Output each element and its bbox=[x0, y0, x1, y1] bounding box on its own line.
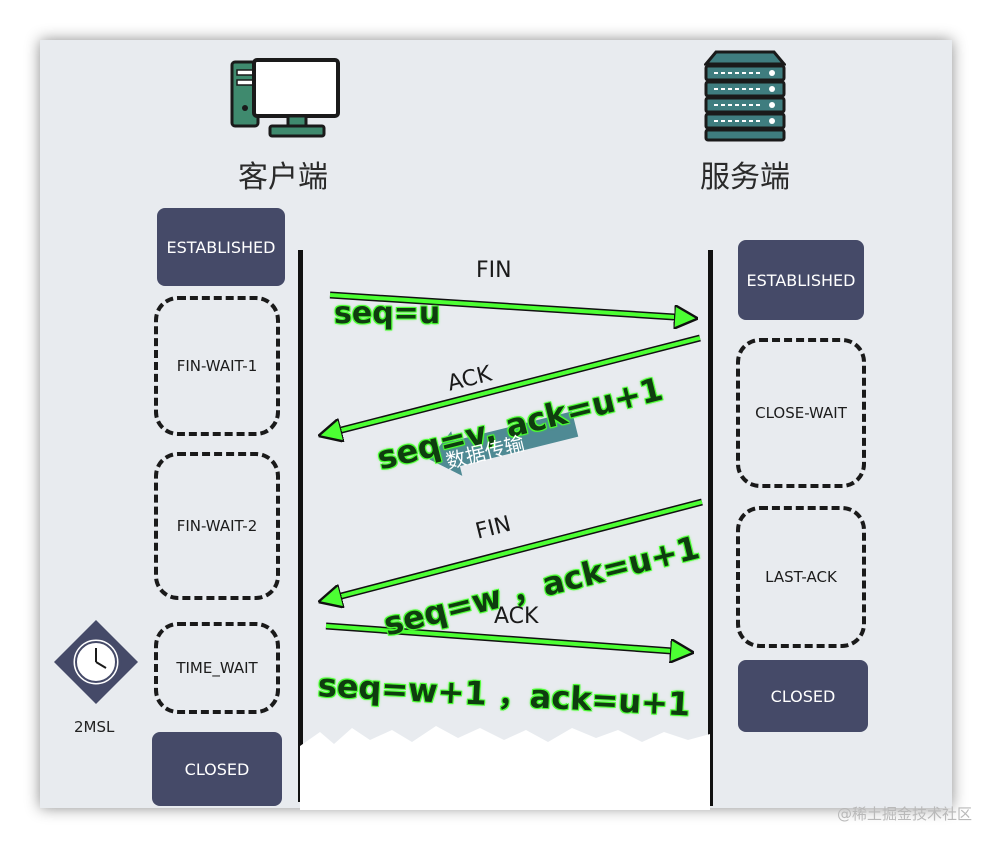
desktop-computer-icon bbox=[230, 58, 340, 138]
arrow-ack-2 bbox=[325, 622, 686, 652]
server-state-established: ESTABLISHED bbox=[738, 240, 864, 320]
data-transfer-arrow bbox=[429, 411, 579, 476]
clock-icon bbox=[54, 620, 138, 704]
server-state-closed: CLOSED bbox=[738, 660, 868, 732]
arrow-fin-1 bbox=[329, 291, 690, 318]
torn-paper-patch bbox=[300, 726, 710, 810]
server-rack-icon bbox=[704, 50, 786, 142]
server-state-last-ack: LAST-ACK bbox=[736, 506, 866, 648]
client-state-fin-wait-1: FIN-WAIT-1 bbox=[154, 296, 280, 436]
arrow-fin-2 bbox=[326, 498, 703, 600]
client-title: 客户端 bbox=[238, 160, 328, 195]
message-label-fin-1: FIN bbox=[476, 258, 512, 283]
timer-label: 2MSL bbox=[74, 718, 115, 736]
watermark: @稀土掘金技术社区 bbox=[836, 805, 972, 823]
client-state-fin-wait-2: FIN-WAIT-2 bbox=[154, 452, 280, 600]
server-title: 服务端 bbox=[700, 160, 790, 195]
message-seq-fin-1: seq=u bbox=[334, 296, 441, 331]
client-timeline bbox=[298, 250, 303, 802]
message-label-ack-2: ACK bbox=[494, 604, 539, 629]
arrow-ack-1 bbox=[326, 334, 701, 434]
server-state-close-wait: CLOSE-WAIT bbox=[736, 338, 866, 488]
server-timeline bbox=[708, 250, 713, 806]
client-state-time-wait: TIME_WAIT bbox=[154, 622, 280, 714]
client-state-closed: CLOSED bbox=[152, 732, 282, 806]
client-state-established: ESTABLISHED bbox=[157, 208, 285, 286]
